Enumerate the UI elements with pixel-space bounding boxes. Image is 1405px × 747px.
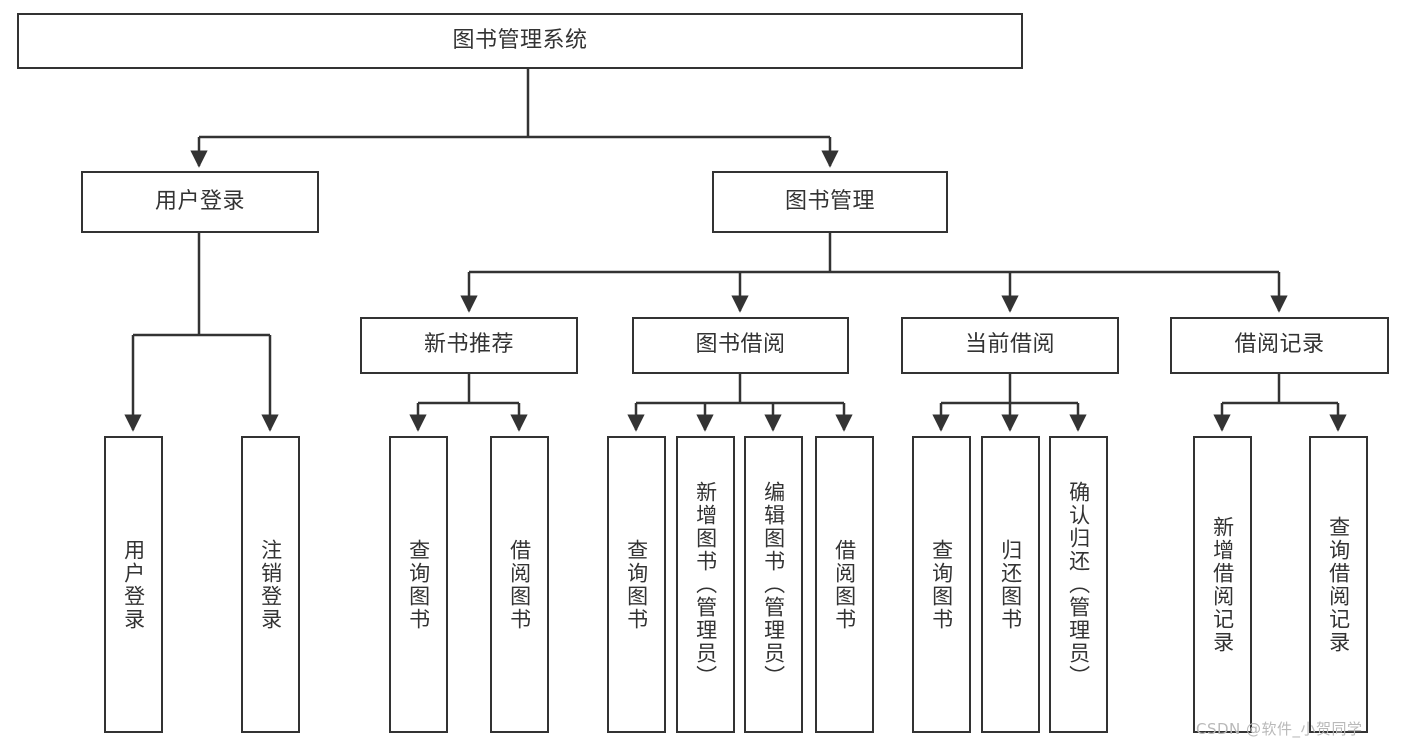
leaf-label: 用户登录 xyxy=(121,538,146,631)
node-root-system[interactable]: 图书管理系统 xyxy=(17,13,1023,69)
node-book-manage[interactable]: 图书管理 xyxy=(712,171,948,233)
node-user-login[interactable]: 用户登录 xyxy=(81,171,319,233)
node-borrow-record[interactable]: 借阅记录 xyxy=(1170,317,1389,374)
node-book-borrow[interactable]: 图书借阅 xyxy=(632,317,849,374)
leaf-label: 编辑图书（管理员） xyxy=(761,481,786,688)
node-current-borrow[interactable]: 当前借阅 xyxy=(901,317,1119,374)
leaf-borrow-book[interactable]: 借阅图书 xyxy=(815,436,874,733)
leaf-query-book-current[interactable]: 查询图书 xyxy=(912,436,971,733)
leaf-label: 查询图书 xyxy=(406,538,431,631)
leaf-user-login[interactable]: 用户登录 xyxy=(104,436,163,733)
leaf-return-book[interactable]: 归还图书 xyxy=(981,436,1040,733)
leaf-confirm-return-admin[interactable]: 确认归还（管理员） xyxy=(1049,436,1108,733)
leaf-query-book-borrow[interactable]: 查询图书 xyxy=(607,436,666,733)
leaf-edit-book-admin[interactable]: 编辑图书（管理员） xyxy=(744,436,803,733)
leaf-label: 新增借阅记录 xyxy=(1210,515,1235,654)
leaf-label: 归还图书 xyxy=(998,538,1023,631)
leaf-label: 查询图书 xyxy=(929,538,954,631)
leaf-query-book-new[interactable]: 查询图书 xyxy=(389,436,448,733)
leaf-label: 查询图书 xyxy=(624,538,649,631)
leaf-add-borrow-record[interactable]: 新增借阅记录 xyxy=(1193,436,1252,733)
leaf-query-borrow-record[interactable]: 查询借阅记录 xyxy=(1309,436,1368,733)
leaf-add-book-admin[interactable]: 新增图书（管理员） xyxy=(676,436,735,733)
node-new-book-recommend[interactable]: 新书推荐 xyxy=(360,317,578,374)
leaf-label: 查询借阅记录 xyxy=(1326,515,1351,654)
leaf-label: 注销登录 xyxy=(258,538,283,631)
leaf-label: 确认归还（管理员） xyxy=(1066,481,1091,688)
leaf-label: 新增图书（管理员） xyxy=(693,481,718,688)
leaf-label: 借阅图书 xyxy=(832,538,857,631)
leaf-borrow-book-new[interactable]: 借阅图书 xyxy=(490,436,549,733)
csdn-watermark: CSDN @软件_小贺同学 xyxy=(1196,720,1363,738)
leaf-label: 借阅图书 xyxy=(507,538,532,631)
leaf-user-logout[interactable]: 注销登录 xyxy=(241,436,300,733)
